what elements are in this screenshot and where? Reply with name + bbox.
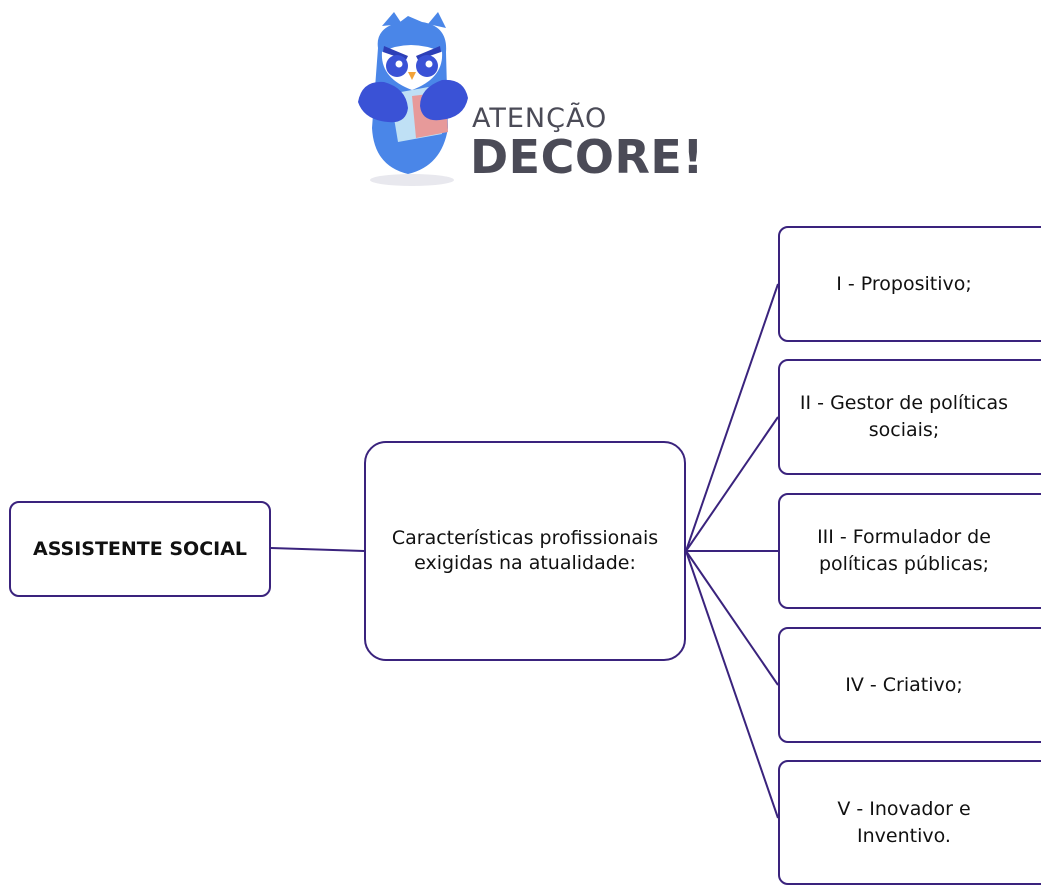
connector-middle-to-leaf-2	[685, 416, 779, 552]
atencao-decore-logo: ATENÇÃO DECORE!	[350, 8, 710, 193]
connector-middle-to-leaf-1	[685, 283, 779, 552]
connector-middle-to-leaf-4	[685, 550, 779, 686]
logo-text-decore: DECORE!	[470, 130, 704, 184]
connector-middle-to-leaf-5	[685, 550, 779, 819]
leaf-node-5: V - Inovador e Inventivo.	[778, 760, 1041, 885]
leaf-node-2: II - Gestor de políticas sociais;	[778, 359, 1041, 475]
leaf-node-3: III - Formulador de políticas públicas;	[778, 493, 1041, 609]
middle-node-box: Características profissionais exigidas n…	[364, 441, 686, 661]
logo-text-atencao: ATENÇÃO	[472, 103, 608, 134]
root-node-box: ASSISTENTE SOCIAL	[9, 501, 271, 597]
connector-root-to-middle	[270, 547, 365, 552]
owl-mascot-icon	[358, 12, 468, 186]
leaf-node-4: IV - Criativo;	[778, 627, 1041, 743]
leaf-node-1: I - Propositivo;	[778, 226, 1041, 342]
